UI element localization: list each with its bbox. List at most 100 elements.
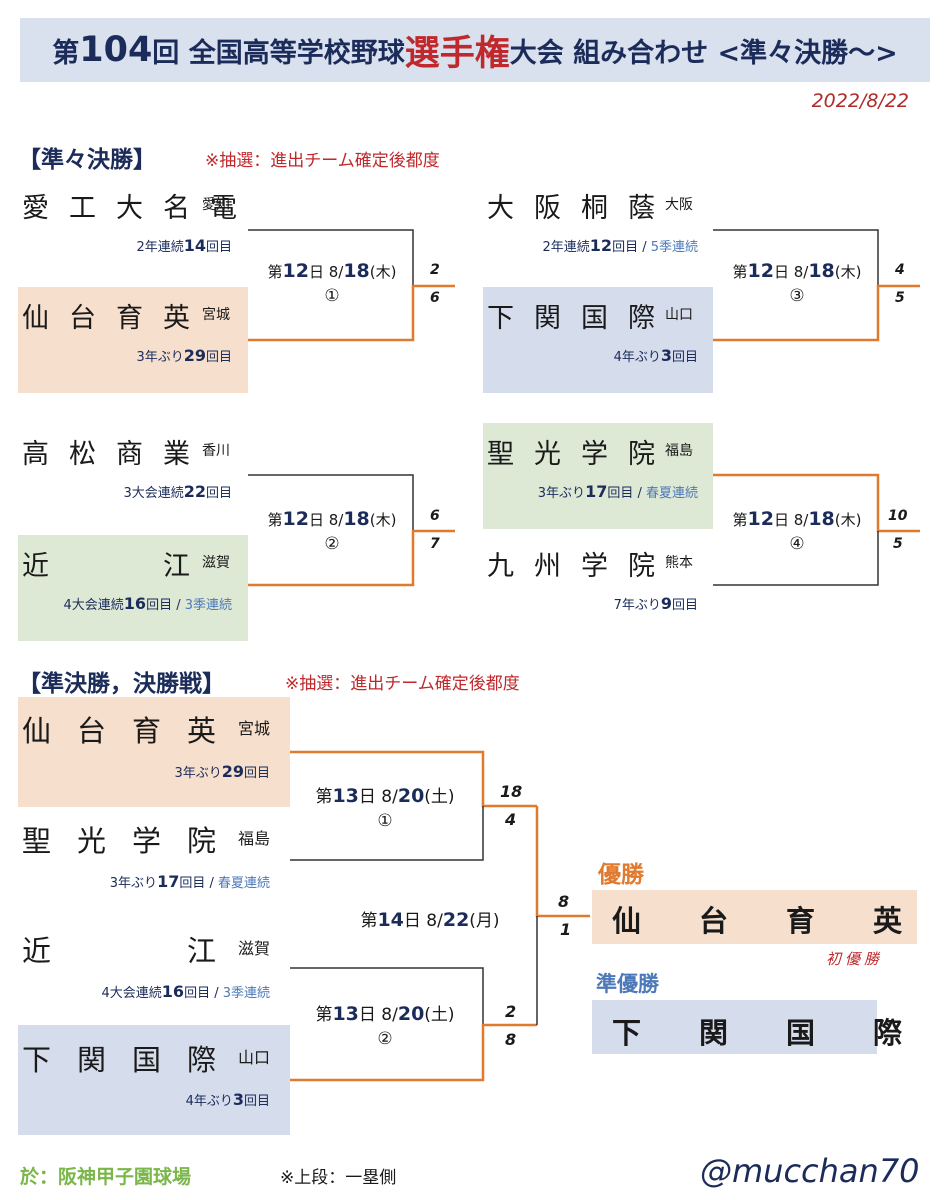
team-history: 3年ぶり29回目 bbox=[174, 762, 270, 781]
game-info: 第13日 8/20(土) ② bbox=[295, 1000, 475, 1049]
team-history: 2年連続14回目 bbox=[136, 236, 232, 255]
bracket-line bbox=[248, 474, 414, 531]
team-prefecture: 香川 bbox=[202, 443, 230, 459]
team-prefecture: 福島 bbox=[665, 443, 693, 459]
game-info: 第12日 8/18(木) ① bbox=[252, 260, 412, 306]
score: 4 bbox=[505, 810, 517, 829]
champion-team: 仙 台 育 英 bbox=[612, 904, 903, 938]
team-name: 聖光学院 bbox=[487, 439, 675, 470]
score: 2 bbox=[430, 262, 440, 278]
team-name: 九州学院 bbox=[487, 551, 675, 582]
title-part: 回 全国高等学校野球 bbox=[152, 37, 405, 69]
team-name: 近 江 bbox=[22, 551, 210, 582]
score: 18 bbox=[500, 782, 523, 801]
team-history: 4年ぶり3回目 bbox=[613, 346, 698, 365]
team-name: 仙台育英 bbox=[22, 714, 243, 748]
team-prefecture: 山口 bbox=[238, 1048, 271, 1067]
bracket-line-winner bbox=[290, 1023, 537, 1082]
title-number: 104 bbox=[79, 30, 153, 70]
team-prefecture: 熊本 bbox=[665, 555, 693, 571]
team-history: 4大会連続16回目 / 3季連続 bbox=[63, 594, 232, 613]
team-name: 下関国際 bbox=[22, 1043, 243, 1077]
game-info: 第12日 8/18(木) ④ bbox=[717, 508, 877, 554]
sf-section-title: 【準決勝，決勝戦】 bbox=[18, 671, 225, 697]
team-history: 3年ぶり29回目 bbox=[136, 346, 232, 365]
team-name: 大阪桐蔭 bbox=[487, 193, 675, 224]
team-name: 高松商業 bbox=[22, 439, 210, 470]
bracket-line bbox=[713, 531, 879, 586]
venue: 於：阪神甲子園球場 bbox=[20, 1166, 192, 1188]
team-history: 3年ぶり17回目 / 春夏連続 bbox=[537, 482, 698, 501]
team-prefecture: 滋賀 bbox=[202, 555, 230, 571]
bracket-line bbox=[290, 806, 484, 861]
bracket-line-winner bbox=[713, 284, 920, 342]
score: 8 bbox=[505, 1030, 517, 1049]
game-info: 第13日 8/20(土) ① bbox=[295, 782, 475, 831]
team-box-sendai-sf bbox=[18, 697, 290, 807]
team-prefecture: 大阪 bbox=[665, 197, 693, 213]
team-name: 下関国際 bbox=[487, 303, 675, 334]
team-prefecture: 愛知 bbox=[202, 197, 230, 213]
title-highlight: 選手権 bbox=[404, 33, 510, 74]
team-prefecture: 宮城 bbox=[202, 307, 230, 323]
team-history: 4大会連続16回目 / 3季連続 bbox=[101, 982, 270, 1001]
score: 5 bbox=[895, 290, 905, 306]
game-number: ② bbox=[324, 534, 340, 554]
champion-note: 初優勝 bbox=[826, 950, 884, 968]
score: 2 bbox=[505, 1002, 517, 1021]
team-name: 聖光学院 bbox=[22, 824, 243, 858]
score: 8 bbox=[558, 892, 570, 911]
team-box-omi bbox=[18, 535, 248, 641]
runner-up-label: 準優勝 bbox=[596, 972, 659, 996]
game-number: ② bbox=[377, 1029, 393, 1049]
publish-date: 2022/8/22 bbox=[811, 90, 909, 112]
title-part: 大会 組み合わせ <準々決勝～> bbox=[509, 37, 898, 69]
team-history: 3大会連続22回目 bbox=[123, 482, 232, 501]
game-number: ① bbox=[377, 811, 393, 831]
score: 5 bbox=[893, 536, 903, 552]
champion-box bbox=[592, 890, 917, 944]
score: 7 bbox=[430, 536, 440, 552]
team-history: 3年ぶり17回目 / 春夏連続 bbox=[109, 872, 270, 891]
champion-label: 優勝 bbox=[598, 862, 644, 888]
game-info: 第12日 8/18(木) ② bbox=[252, 508, 412, 554]
team-box-shimonoseki bbox=[483, 287, 713, 393]
score: 4 bbox=[895, 262, 905, 278]
team-prefecture: 山口 bbox=[665, 307, 693, 323]
team-history: 2年連続12回目 / 5季連続 bbox=[542, 236, 698, 255]
bracket-line-winner bbox=[290, 750, 537, 808]
team-history: 4年ぶり3回目 bbox=[185, 1090, 270, 1109]
team-prefecture: 滋賀 bbox=[238, 939, 271, 958]
bracket-line-winner bbox=[713, 473, 920, 533]
score: 6 bbox=[430, 508, 440, 524]
title-part: 第 bbox=[52, 37, 80, 69]
footnote: ※上段：一塁側 bbox=[280, 1168, 397, 1188]
score: 6 bbox=[430, 290, 440, 306]
bracket-line-winner bbox=[248, 529, 455, 587]
team-history: 7年ぶり9回目 bbox=[613, 594, 698, 613]
team-box-sendai bbox=[18, 287, 248, 393]
sf-lottery-note: ※抽選：進出チーム確定後都度 bbox=[285, 674, 520, 694]
team-name: 近 江 bbox=[22, 934, 243, 968]
author-handle: @mucchan70 bbox=[700, 1152, 920, 1190]
game-number: ④ bbox=[789, 534, 805, 554]
score: 10 bbox=[888, 508, 908, 524]
team-prefecture: 福島 bbox=[238, 829, 271, 848]
team-box-shimonoseki-sf bbox=[18, 1025, 290, 1135]
team-name: 仙台育英 bbox=[22, 303, 210, 334]
qf-section-title: 【準々決勝】 bbox=[18, 147, 156, 173]
bracket-line bbox=[713, 229, 879, 286]
game-info: 第12日 8/18(木) ③ bbox=[717, 260, 877, 306]
bracket-line-winner bbox=[248, 284, 455, 342]
game-number: ① bbox=[324, 286, 340, 306]
game-number: ③ bbox=[789, 286, 805, 306]
runner-up-team: 下 関 国 際 bbox=[612, 1016, 903, 1050]
runner-up-box bbox=[592, 1000, 877, 1054]
final-game-info: 第14日 8/22(月) bbox=[360, 909, 500, 931]
team-box-seiko bbox=[483, 423, 713, 529]
team-name: 愛工大名電 bbox=[22, 193, 257, 224]
bracket-line bbox=[290, 967, 484, 1025]
qf-lottery-note: ※抽選：進出チーム確定後都度 bbox=[205, 151, 440, 171]
